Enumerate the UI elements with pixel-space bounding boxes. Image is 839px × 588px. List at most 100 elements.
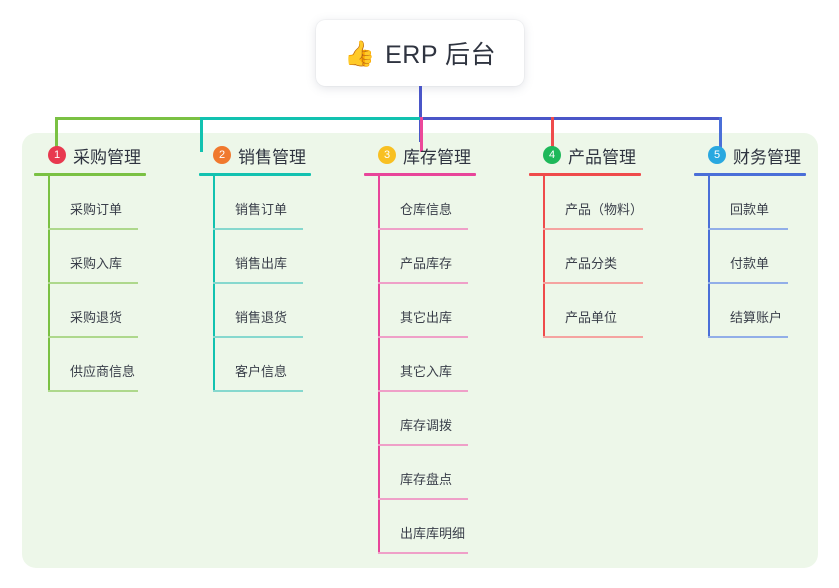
leaf-item[interactable]: 仓库信息 (364, 176, 476, 230)
bus-segment-3 (420, 117, 720, 120)
drop-connector-2 (200, 117, 203, 152)
leaf-item-underline (378, 228, 468, 230)
leaf-item-label: 产品分类 (565, 256, 618, 271)
leaf-item-label: 供应商信息 (70, 364, 136, 379)
branch-title-1: 采购管理 (73, 147, 141, 167)
leaf-item-label: 仓库信息 (400, 202, 453, 217)
leaf-item-underline (378, 336, 468, 338)
leaf-item-underline (378, 498, 468, 500)
branch-spine-5 (708, 176, 710, 338)
leaf-item[interactable]: 销售退货 (199, 284, 311, 338)
thumbs-up-icon: 👍 (343, 38, 376, 68)
drop-connector-1 (55, 117, 58, 152)
branch-underline-3 (364, 173, 476, 176)
drop-connector-3 (420, 117, 423, 152)
leaf-item-underline (213, 282, 303, 284)
branch-underline-1 (34, 173, 146, 176)
branch-title-5: 财务管理 (733, 147, 801, 167)
leaf-item-underline (378, 282, 468, 284)
leaf-item[interactable]: 其它入库 (364, 338, 476, 392)
branch-header-2[interactable]: 2 销售管理 (199, 142, 311, 168)
leaf-item[interactable]: 采购订单 (34, 176, 146, 230)
leaf-item-underline (543, 282, 643, 284)
leaf-item-label: 产品库存 (400, 256, 453, 271)
root-node-title: ERP 后台 (385, 41, 497, 69)
branch-badge-4: 4 (543, 146, 561, 164)
leaf-item-underline (543, 228, 643, 230)
leaf-item-label: 产品单位 (565, 310, 618, 325)
branch-header-1[interactable]: 1 采购管理 (34, 142, 146, 168)
leaf-item-label: 采购退货 (70, 310, 123, 325)
leaf-item[interactable]: 其它出库 (364, 284, 476, 338)
leaf-item[interactable]: 供应商信息 (34, 338, 146, 392)
leaf-item[interactable]: 销售出库 (199, 230, 311, 284)
branch-items-5: 回款单付款单结算账户 (694, 176, 806, 338)
leaf-item-label: 采购订单 (70, 202, 123, 217)
root-trunk-connector (419, 86, 422, 142)
leaf-item-label: 销售出库 (235, 256, 288, 271)
branch-items-1: 采购订单采购入库采购退货供应商信息 (34, 176, 146, 392)
branch-spine-4 (543, 176, 545, 338)
diagram-panel (22, 133, 818, 568)
leaf-item[interactable]: 回款单 (694, 176, 806, 230)
leaf-item[interactable]: 出库库明细 (364, 500, 476, 554)
drop-connector-4 (551, 117, 554, 152)
leaf-item-label: 产品（物料） (565, 202, 644, 217)
leaf-item[interactable]: 客户信息 (199, 338, 311, 392)
leaf-item[interactable]: 产品（物料） (529, 176, 644, 230)
leaf-item-underline (48, 390, 138, 392)
leaf-item-label: 库存调拨 (400, 418, 453, 433)
leaf-item[interactable]: 产品单位 (529, 284, 643, 338)
branch-header-3[interactable]: 3 库存管理 (364, 142, 476, 168)
branch-column-4: 4 产品管理产品（物料） 产品分类产品单位 (529, 142, 644, 338)
leaf-item-label: 销售退货 (235, 310, 288, 325)
leaf-item[interactable]: 库存盘点 (364, 446, 476, 500)
branch-column-3: 3 库存管理仓库信息产品库存其它出库其它入库库存调拨库存盘点出库库明细 (364, 142, 476, 554)
leaf-item-underline (48, 282, 138, 284)
branch-title-2: 销售管理 (238, 147, 306, 167)
branch-items-3: 仓库信息产品库存其它出库其它入库库存调拨库存盘点出库库明细 (364, 176, 476, 554)
branch-underline-5 (694, 173, 806, 176)
leaf-item-underline (378, 552, 468, 554)
leaf-item-underline (378, 444, 468, 446)
leaf-item-label: 采购入库 (70, 256, 123, 271)
branch-badge-1: 1 (48, 146, 66, 164)
leaf-item-underline (708, 282, 788, 284)
branch-badge-2: 2 (213, 146, 231, 164)
leaf-item[interactable]: 销售订单 (199, 176, 311, 230)
branch-badge-3: 3 (378, 146, 396, 164)
branch-spine-2 (213, 176, 215, 392)
branch-header-4[interactable]: 4 产品管理 (529, 142, 641, 168)
branch-spine-1 (48, 176, 50, 392)
branch-header-5[interactable]: 5 财务管理 (694, 142, 806, 168)
leaf-item-label: 出库库明细 (400, 526, 466, 541)
leaf-item-underline (213, 228, 303, 230)
leaf-item[interactable]: 产品库存 (364, 230, 476, 284)
leaf-item[interactable]: 库存调拨 (364, 392, 476, 446)
leaf-item-underline (708, 336, 788, 338)
leaf-item-underline (213, 336, 303, 338)
bus-segment-2 (200, 117, 420, 120)
leaf-item-underline (48, 336, 138, 338)
branch-spine-3 (378, 176, 380, 554)
leaf-item[interactable]: 采购入库 (34, 230, 146, 284)
leaf-item-underline (378, 390, 468, 392)
leaf-item[interactable]: 采购退货 (34, 284, 146, 338)
leaf-item[interactable]: 付款单 (694, 230, 806, 284)
root-node[interactable]: 👍 ERP 后台 (316, 20, 524, 86)
leaf-item-underline (708, 228, 788, 230)
leaf-item[interactable]: 结算账户 (694, 284, 806, 338)
branch-badge-5: 5 (708, 146, 726, 164)
branch-column-5: 5 财务管理回款单付款单结算账户 (694, 142, 806, 338)
leaf-item-label: 销售订单 (235, 202, 288, 217)
branch-title-3: 库存管理 (403, 147, 471, 167)
branch-items-4: 产品（物料） 产品分类产品单位 (529, 176, 644, 338)
leaf-item-label: 付款单 (730, 256, 770, 271)
branch-title-4: 产品管理 (568, 147, 636, 167)
leaf-item-label: 客户信息 (235, 364, 288, 379)
leaf-item-label: 库存盘点 (400, 472, 453, 487)
leaf-item-label: 其它入库 (400, 364, 453, 379)
leaf-item[interactable]: 产品分类 (529, 230, 643, 284)
drop-connector-5 (719, 117, 722, 152)
branch-underline-4 (529, 173, 641, 176)
